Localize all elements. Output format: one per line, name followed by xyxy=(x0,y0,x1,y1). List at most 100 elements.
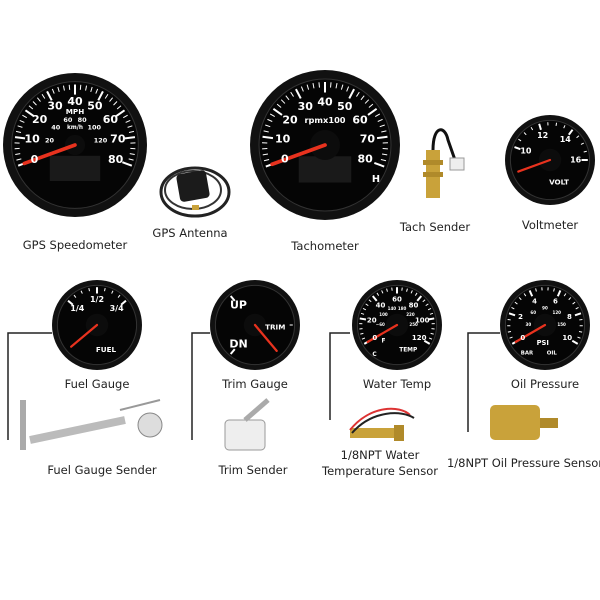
tick xyxy=(563,125,566,129)
tick-label: 14 xyxy=(560,135,572,144)
tick xyxy=(580,142,585,145)
tick xyxy=(276,103,282,108)
tick xyxy=(365,303,369,307)
tick xyxy=(530,127,534,131)
needle xyxy=(270,143,327,167)
tick xyxy=(360,312,365,315)
tick-label: DN xyxy=(229,338,247,351)
tick xyxy=(16,158,22,161)
needle xyxy=(517,158,552,173)
tick xyxy=(41,94,46,99)
tick-label: 0 xyxy=(31,153,39,166)
tick xyxy=(576,135,580,139)
tick xyxy=(414,292,418,296)
tick xyxy=(346,86,350,92)
tick xyxy=(80,290,83,294)
tick xyxy=(528,290,534,297)
needle xyxy=(514,323,547,343)
tick-label: 6 xyxy=(553,298,558,306)
caption-water-sensor-2: Temperature Sensor xyxy=(321,464,438,478)
tick xyxy=(14,136,26,140)
inner-tick-label: 220 xyxy=(406,312,415,317)
tick xyxy=(117,294,121,298)
tick xyxy=(348,88,355,99)
tick-label: 30 xyxy=(298,100,314,113)
needle xyxy=(70,323,99,348)
inner-tick-label: 100 xyxy=(88,124,102,132)
tick xyxy=(514,146,521,151)
tick xyxy=(265,124,271,128)
tick xyxy=(430,332,434,335)
tick-label: 50 xyxy=(87,100,103,113)
tick xyxy=(330,82,332,88)
connector-lines xyxy=(7,332,500,440)
inner-tick-label: 40 xyxy=(51,124,61,132)
tick-label: 70 xyxy=(360,132,376,145)
inner-tick-label: 20 xyxy=(45,136,55,144)
dial-text: C xyxy=(372,352,376,358)
tick-label: 8 xyxy=(567,313,572,321)
tick xyxy=(125,119,131,123)
tick xyxy=(229,348,236,355)
caption-fuel-gauge: Fuel Gauge xyxy=(65,377,130,391)
tick xyxy=(90,86,93,92)
tick xyxy=(272,108,283,116)
tick xyxy=(262,135,274,140)
tick-label: 16 xyxy=(570,156,582,165)
tick-label: 10 xyxy=(275,132,291,145)
tick-label: 20 xyxy=(367,317,377,325)
tick-label: 10 xyxy=(25,132,41,145)
tick-label: 100 xyxy=(415,317,430,325)
tick-label: 70 xyxy=(110,132,126,145)
inner-tick-label: 80 xyxy=(78,116,88,124)
tick xyxy=(507,331,512,333)
tick-label: 80 xyxy=(409,301,419,309)
inner-tick-label: 100 xyxy=(379,312,388,317)
tick-label: 40 xyxy=(67,95,83,108)
water-temp-sensor xyxy=(349,407,415,441)
caption-gps-speedometer: GPS Speedometer xyxy=(23,238,128,252)
tick xyxy=(312,83,315,89)
tick xyxy=(46,90,53,101)
tick xyxy=(318,82,320,88)
tick xyxy=(575,307,579,310)
tick xyxy=(32,101,37,106)
inner-tick-label: 60 xyxy=(530,310,536,315)
tick xyxy=(95,88,99,94)
tick xyxy=(263,130,269,133)
tick-label: 10 xyxy=(520,147,532,156)
tick-label: 20 xyxy=(32,113,48,126)
gps-antenna xyxy=(159,166,231,218)
tick xyxy=(410,290,413,294)
tick xyxy=(306,84,310,90)
tick xyxy=(356,91,360,97)
tick xyxy=(85,85,88,91)
dial-text: TEMP xyxy=(399,347,418,353)
tick-label: 0 xyxy=(281,153,289,166)
tick-label: 0 xyxy=(520,334,525,342)
inner-tick-label: 120 xyxy=(94,136,108,144)
tick xyxy=(375,113,381,117)
tick xyxy=(386,288,388,292)
caption-water-temp: Water Temp xyxy=(363,377,431,391)
caption-gps-antenna: GPS Antenna xyxy=(152,226,227,240)
inner-tick-label: 150 xyxy=(557,322,566,327)
tick xyxy=(425,303,429,307)
caption-trim-gauge: Trim Gauge xyxy=(221,377,288,391)
tick xyxy=(508,312,516,317)
dial-text: MPH xyxy=(66,107,84,116)
tick xyxy=(523,293,527,297)
tick-label: 1/2 xyxy=(90,295,104,304)
tick xyxy=(109,97,114,102)
tick-label: 12 xyxy=(537,131,548,140)
tick xyxy=(124,136,136,140)
tick xyxy=(229,295,236,302)
dial-text: BAR xyxy=(521,350,534,356)
dial-text: FUEL xyxy=(96,345,117,354)
tick xyxy=(15,153,21,155)
